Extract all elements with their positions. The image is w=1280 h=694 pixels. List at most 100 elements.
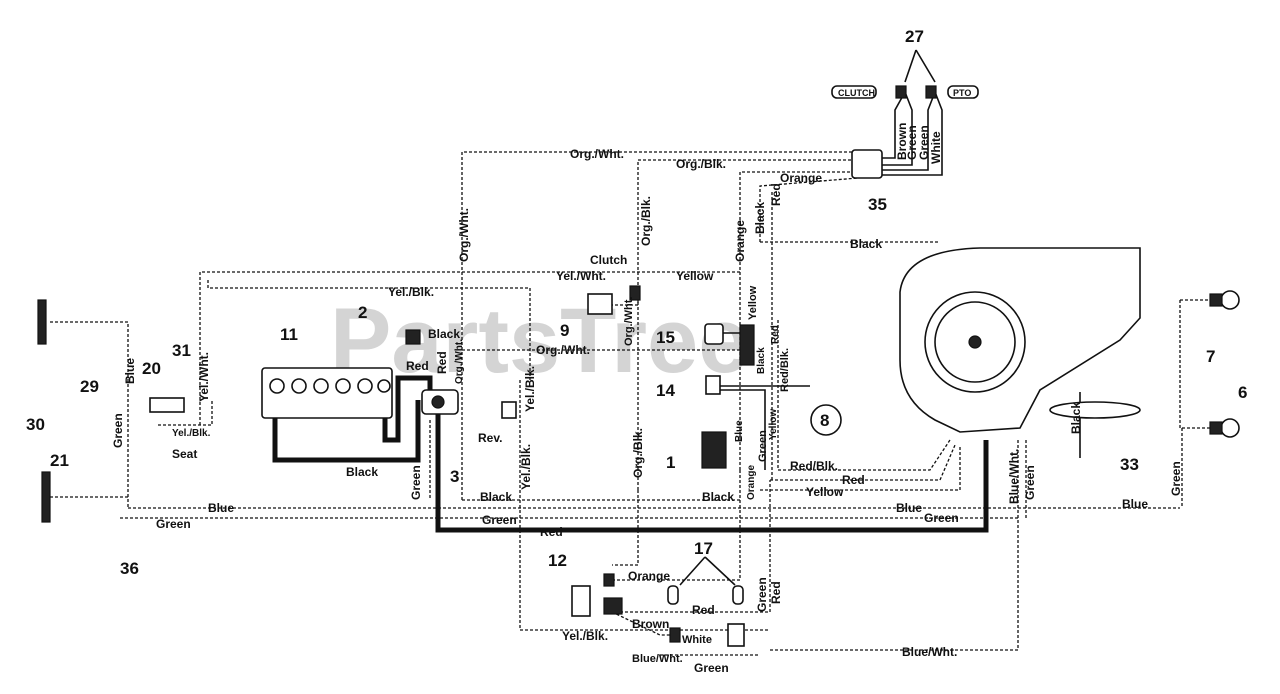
headlight-21 [41,471,51,523]
label-red-small: Red [435,351,449,374]
callout-30: 30 [26,415,45,434]
label-brown-12: Brown [632,617,669,631]
watermark: PartsTree [330,290,749,392]
label-orange-vert: Orange [733,220,747,262]
callout-15: 15 [656,328,675,347]
wire-black-top [759,177,859,242]
components: CLUTCH PTO [37,85,1240,647]
label-blue-far: Blue [1122,497,1148,511]
label-red-blk-mid: Red/Blk. [779,348,791,392]
label-org-wht-vert: Org./Wht. [457,208,471,262]
module-1 [701,431,727,469]
socket-6 [1209,421,1223,435]
label-green-vert-r: Green [1023,465,1037,500]
wire-27-b [880,91,913,166]
label-green-3: Green [409,465,423,500]
callout-14: 14 [656,381,675,400]
callout-31: 31 [172,341,191,360]
label-yel-blk-rev: Yel./Blk. [523,366,537,412]
label-yel-blk-top: Yel./Blk. [388,285,434,299]
connector-clutch-label: CLUTCH [838,88,875,98]
battery-cell-1 [269,378,285,394]
label-blue-wht-bottom: Blue/Wht. [902,645,957,659]
callouts: 27 35 2 11 9 15 14 1 8 3 20 31 29 30 21 … [26,27,1247,578]
label-org-wht-mid: Org./Wht. [536,343,590,357]
label-red-blk-low: Red/Blk. [790,459,838,473]
wire-org-blk-low [612,490,639,566]
label-red-low: Red [842,473,865,487]
label-yel-wht-left: Yel./Wht. [197,352,211,402]
battery-cell-3 [313,378,329,394]
battery-cell-4 [335,378,351,394]
switch-14 [705,375,721,395]
connector-pto-label: PTO [953,88,971,98]
callout-9: 9 [560,321,569,340]
label-green-left: Green [111,413,125,448]
clutch-switch-9 [587,293,613,315]
label-blue-wht-vert: Blue/Wht. [1007,449,1021,504]
plug-27-right [925,85,937,99]
label-blue-main: Blue [208,501,234,515]
label-blue-1: Blue [734,420,745,442]
label-green-27: Green [905,125,919,160]
solenoid-post [431,395,445,409]
label-black-engine: Black [850,237,882,251]
wire-labels: Org./Wht. Org./Blk. Orange Brown Green G… [111,123,1183,675]
label-green-main: Green [482,513,517,527]
label-seat: Seat [172,447,197,461]
label-green-1: Green [757,430,769,462]
label-org-wht-9: Org./Wht. [623,297,635,347]
wire-red-blk [777,320,951,471]
callout-27: 27 [905,27,924,46]
connector-clutch [831,85,877,99]
bulb-17-left [667,585,679,605]
label-org-blk-vert: Org./Blk. [639,196,653,246]
connector-pto [947,85,979,99]
connector-15 [739,324,755,366]
wire-red-17 [620,480,771,613]
label-yellow-low: Yellow [806,485,844,499]
label-black-15: Black [756,347,767,374]
battery-cell-2 [291,378,307,394]
label-red-15: Red [770,325,781,344]
bulb-7 [1220,290,1240,310]
wire-orange-17 [612,470,741,581]
label-org-wht-top: Org./Wht. [570,147,624,161]
label-yellow-1: Yellow [768,409,779,440]
leader-27 [904,49,936,83]
label-green-17: Green [755,577,769,612]
wire-orange-top [739,171,858,470]
key-switch-12 [571,585,591,617]
callout-6: 6 [1238,383,1247,402]
connector-35 [851,149,883,179]
label-black-batt: Black [346,465,378,479]
wire-27-d [880,91,943,176]
seat-switch-20 [149,397,185,413]
battery [261,367,393,419]
connector-white [669,627,681,643]
wire-black-battery [272,400,421,463]
label-orange-top: Orange [780,171,822,185]
wire-yellow-low [760,445,961,491]
label-yel-blk-left: Yel./Blk. [172,428,211,439]
label-black-2: Black [428,327,460,341]
callout-2: 2 [358,303,367,322]
label-org-blk-low: Org./Blk. [631,428,645,478]
callout-35: 35 [868,195,887,214]
label-white-12: White [682,634,712,646]
label-white-27: White [929,131,943,164]
callout-33: 33 [1120,455,1139,474]
callout-36: 36 [120,559,139,578]
wire-light-29 [50,321,129,508]
label-red-17: Red [692,603,715,617]
label-red-batt: Red [406,359,429,373]
label-green-36: Green [156,517,191,531]
label-red-17v: Red [769,581,783,604]
leader-17 [679,556,736,586]
callout-7: 7 [1206,347,1215,366]
wire-seat-switch [158,400,213,426]
wire-org-wht-top [461,151,860,500]
label-green-12: Green [694,661,729,675]
key-switch-plug-a [603,573,615,587]
label-black-mid2: Black [702,490,734,504]
